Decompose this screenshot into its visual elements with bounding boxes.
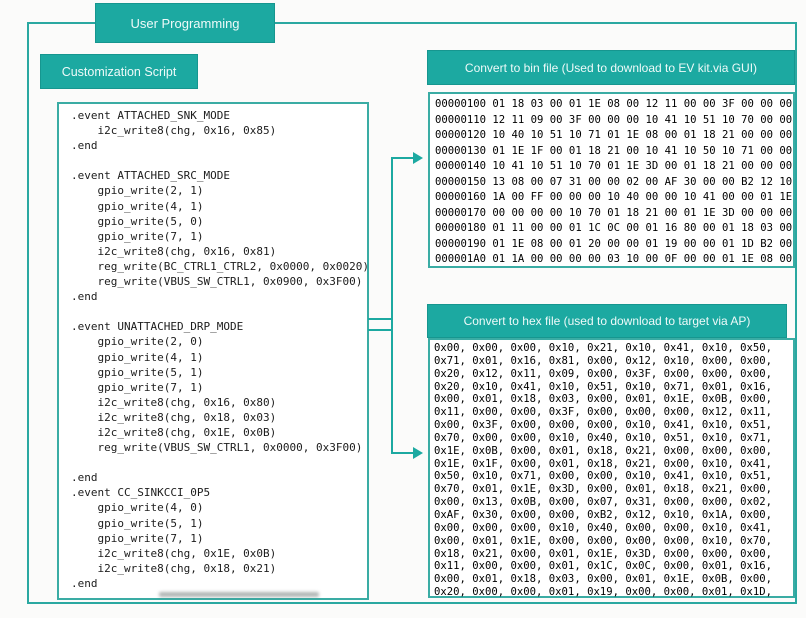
user-programming-banner: User Programming xyxy=(95,3,275,43)
bin-dump-box: 00000100 01 18 03 00 01 1E 08 00 12 11 0… xyxy=(428,92,795,268)
arrow-to-bin-line xyxy=(391,157,414,159)
customization-script-label: Customization Script xyxy=(61,64,177,79)
connector-stub-top xyxy=(368,318,393,320)
hex-dump-text: 0x00, 0x00, 0x00, 0x10, 0x21, 0x10, 0x41… xyxy=(434,342,773,599)
bin-dump-text: 00000100 01 18 03 00 01 1E 08 00 12 11 0… xyxy=(435,98,793,265)
convert-to-bin-label: Convert to bin file (Used to download to… xyxy=(464,60,758,75)
connector-vertical-line xyxy=(391,157,393,454)
customization-script-code: .event ATTACHED_SNK_MODE i2c_write8(chg,… xyxy=(71,109,370,590)
convert-to-bin-banner: Convert to bin file (Used to download to… xyxy=(427,50,795,85)
diagram-outer-frame xyxy=(27,22,797,604)
arrow-to-hex-icon xyxy=(413,447,423,459)
user-programming-label: User Programming xyxy=(130,15,240,31)
customization-script-banner: Customization Script xyxy=(40,54,198,89)
customization-script-box: .event ATTACHED_SNK_MODE i2c_write8(chg,… xyxy=(57,102,369,600)
arrow-to-bin-icon xyxy=(413,152,423,164)
connector-stub-bottom xyxy=(368,329,393,331)
convert-to-hex-label: Convert to hex file (used to download to… xyxy=(463,314,751,328)
hex-dump-box: 0x00, 0x00, 0x00, 0x10, 0x21, 0x10, 0x41… xyxy=(428,338,795,598)
arrow-to-hex-line xyxy=(391,452,414,454)
clipped-text-artifact xyxy=(159,592,319,597)
convert-to-hex-banner: Convert to hex file (used to download to… xyxy=(427,304,787,338)
